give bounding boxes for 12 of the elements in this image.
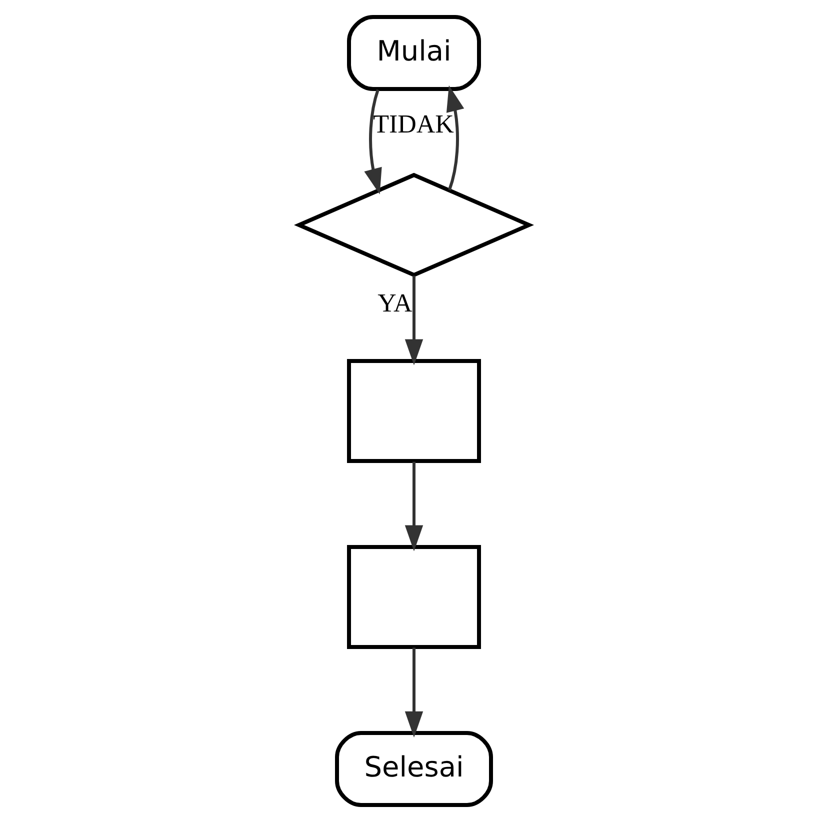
arrow xyxy=(446,85,464,190)
arrow xyxy=(404,648,423,738)
arrow xyxy=(404,462,423,552)
node-box xyxy=(346,359,480,463)
arrow xyxy=(404,276,423,366)
node-box: Mulai xyxy=(346,15,480,91)
edge-label: YA xyxy=(377,288,412,318)
edge-label: TIDAK xyxy=(372,109,454,138)
node-diamond xyxy=(293,172,534,278)
node-box xyxy=(346,545,480,649)
node-box: Selesai xyxy=(334,731,492,807)
arrow xyxy=(364,89,382,194)
